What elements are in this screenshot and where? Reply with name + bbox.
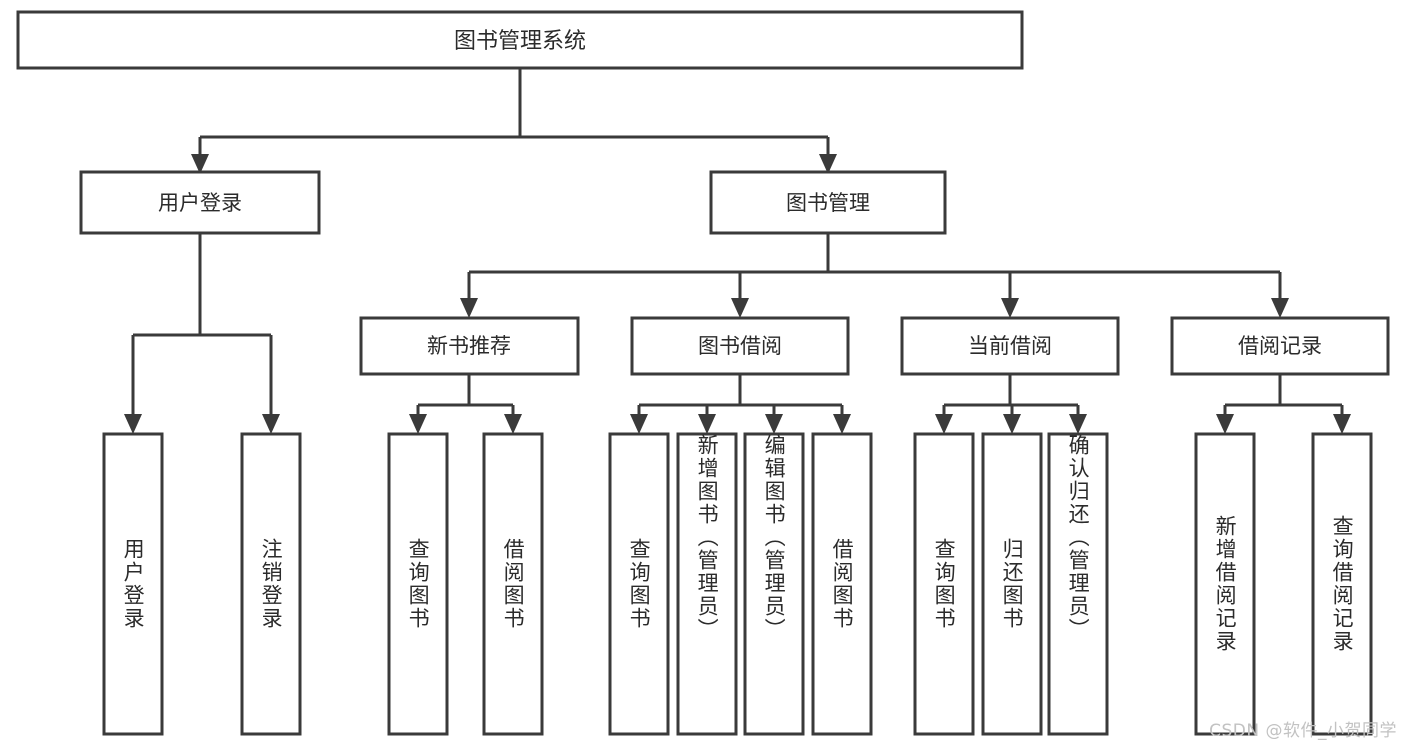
node-book-management[interactable]: 图书管理 xyxy=(709,170,947,235)
node-new-book-recommend[interactable]: 新书推荐 xyxy=(359,316,580,376)
node-current-borrow[interactable]: 当前借阅 xyxy=(900,316,1120,376)
node-book-borrow[interactable]: 图书借阅 xyxy=(630,316,850,376)
node-root[interactable]: 图书管理系统 xyxy=(16,10,1024,70)
arrowhead-current-borrow xyxy=(1001,298,1019,318)
arrowhead-leaf-logout xyxy=(262,414,280,434)
node-new-book-recommend-label: 新书推荐 xyxy=(427,334,511,358)
arrowhead-new-book-rec xyxy=(460,298,478,318)
node-book-borrow-box[interactable] xyxy=(630,316,850,376)
node-borrow-record-label: 借阅记录 xyxy=(1238,334,1322,358)
arrowhead-user-login xyxy=(191,154,209,174)
arrowhead-bb-borrow-book xyxy=(833,414,851,434)
arrowhead-br-query-record xyxy=(1333,414,1351,434)
leaf-box-cb-confirm-return[interactable] xyxy=(1047,432,1109,736)
arrowhead-bb-query-book xyxy=(630,414,648,434)
arrowhead-borrow-record xyxy=(1271,298,1289,318)
node-user-login-box[interactable] xyxy=(79,170,321,235)
arrowhead-bb-add-book xyxy=(698,414,716,434)
arrowhead-cb-return-book xyxy=(1003,414,1021,434)
arrowhead-br-add-record xyxy=(1216,414,1234,434)
leaf-box-bb-query-book[interactable] xyxy=(608,432,670,736)
node-book-management-box[interactable] xyxy=(709,170,947,235)
leaf-box-bb-add-book[interactable] xyxy=(676,432,738,736)
connector-layer xyxy=(124,68,1351,434)
arrowhead-nbr-query-book xyxy=(409,414,427,434)
node-current-borrow-label: 当前借阅 xyxy=(968,334,1052,358)
leaf-box-br-add-record[interactable] xyxy=(1194,432,1256,736)
leaf-box-cb-query-book[interactable] xyxy=(913,432,975,736)
leaf-box-nbr-borrow-book[interactable] xyxy=(482,432,544,736)
node-borrow-record-box[interactable] xyxy=(1170,316,1390,376)
node-book-management-label: 图书管理 xyxy=(786,191,870,215)
arrowhead-bb-edit-book xyxy=(765,414,783,434)
node-book-borrow-label: 图书借阅 xyxy=(698,334,782,358)
arrowhead-nbr-borrow-book xyxy=(504,414,522,434)
node-borrow-record[interactable]: 借阅记录 xyxy=(1170,316,1390,376)
node-new-book-recommend-box[interactable] xyxy=(359,316,580,376)
arrowhead-cb-confirm-return xyxy=(1069,414,1087,434)
leaf-box-br-query-record[interactable] xyxy=(1311,432,1373,736)
arrowhead-leaf-user-login xyxy=(124,414,142,434)
arrowhead-book-borrow xyxy=(731,298,749,318)
leaf-box-cb-return-book[interactable] xyxy=(981,432,1043,736)
node-user-login-label: 用户登录 xyxy=(158,191,242,215)
node-user-login[interactable]: 用户登录 xyxy=(79,170,321,235)
leaf-box-layer xyxy=(102,432,1373,736)
arrowhead-cb-query-book xyxy=(935,414,953,434)
arrowhead-book-mgmt xyxy=(819,154,837,174)
watermark: CSDN @软件_小贺同学 xyxy=(1209,721,1397,741)
node-root-box[interactable] xyxy=(16,10,1024,70)
leaf-box-nbr-query-book[interactable] xyxy=(387,432,449,736)
leaf-box-bb-edit-book[interactable] xyxy=(743,432,805,736)
leaf-box-bb-borrow-book[interactable] xyxy=(811,432,873,736)
leaf-box-logout[interactable] xyxy=(240,432,302,736)
leaf-box-user-login[interactable] xyxy=(102,432,164,736)
node-current-borrow-box[interactable] xyxy=(900,316,1120,376)
node-root-label: 图书管理系统 xyxy=(454,29,586,54)
